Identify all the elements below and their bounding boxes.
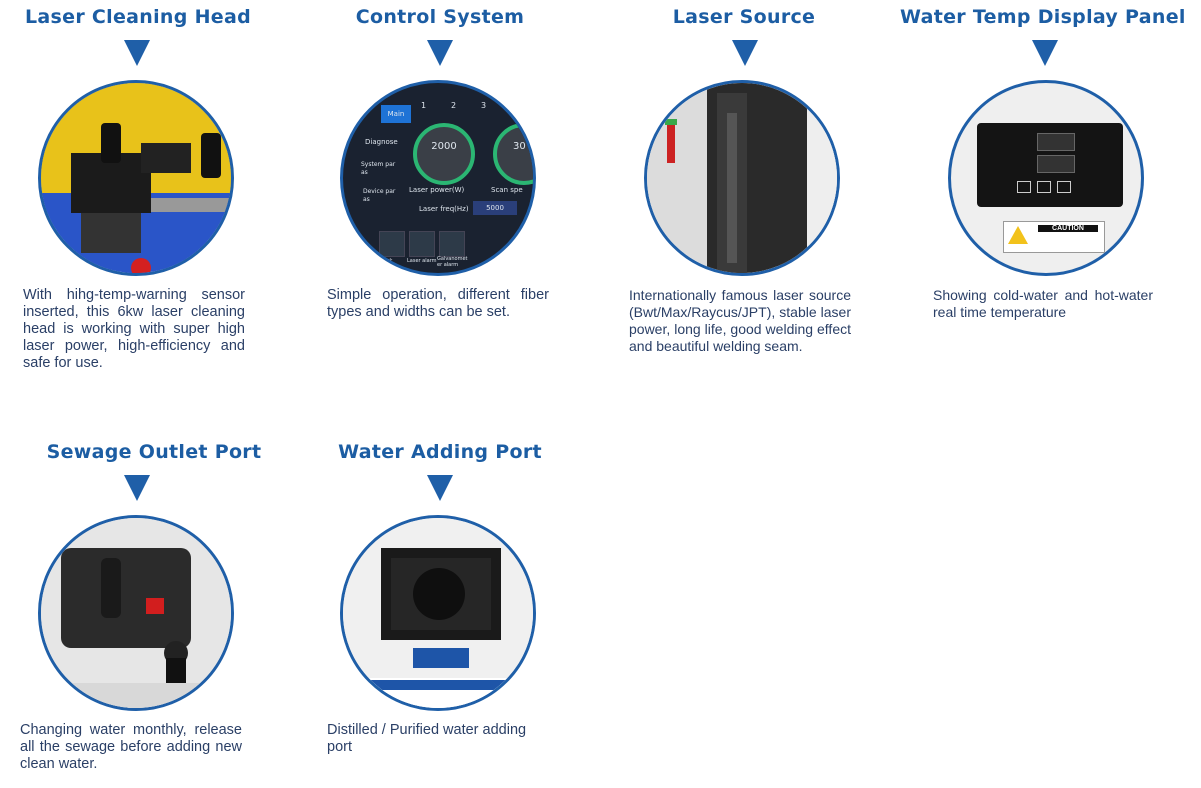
laser-alarm-icon bbox=[409, 231, 435, 257]
panel-button-icon bbox=[1017, 181, 1031, 193]
product-photo-water-port bbox=[340, 515, 536, 711]
card-description: Internationally famous laser source (Bwt… bbox=[629, 287, 851, 354]
screen-menu-item: Device par as bbox=[363, 188, 396, 203]
freq-value: 5000 bbox=[473, 201, 517, 215]
scan-value: 30 bbox=[513, 141, 526, 152]
temp-display-panel bbox=[977, 123, 1123, 207]
lock-label: Lock bbox=[381, 258, 393, 264]
galvanometer-alarm-icon bbox=[439, 231, 465, 257]
caution-label: CAUTION bbox=[1003, 221, 1105, 253]
screen-menu-item: Diagnose bbox=[365, 138, 398, 146]
power-value: 2000 bbox=[431, 141, 457, 152]
panel-button-icon bbox=[1057, 181, 1071, 193]
product-photo-temp-panel: CAUTION bbox=[948, 80, 1144, 276]
down-arrow-icon bbox=[427, 475, 453, 501]
screen-tab: 1 bbox=[421, 101, 427, 110]
card-description: Distilled / Purified water adding port bbox=[327, 722, 527, 755]
screen-tab-main: Main bbox=[381, 105, 411, 123]
power-label: Laser power(W) bbox=[409, 186, 465, 194]
product-photo-control-screen: Main 1 2 3 Diagnose System par as Device… bbox=[340, 80, 536, 276]
card-description: Simple operation, different fiber types … bbox=[327, 287, 549, 320]
cold-water-readout bbox=[1037, 133, 1075, 151]
down-arrow-icon bbox=[124, 40, 150, 66]
card-description: Showing cold-water and hot-water real ti… bbox=[933, 287, 1153, 320]
down-arrow-icon bbox=[1032, 40, 1058, 66]
product-photo-laser-head bbox=[38, 80, 234, 276]
power-dial bbox=[413, 123, 475, 185]
card-title: Control System bbox=[355, 6, 525, 28]
card-title: Water Temp Display Panel bbox=[900, 6, 1186, 28]
card-description: With hihg-temp-warning sensor inserted, … bbox=[23, 287, 245, 371]
card-title: Sewage Outlet Port bbox=[46, 441, 262, 463]
scan-dial bbox=[493, 123, 533, 185]
card-title: Water Adding Port bbox=[338, 441, 542, 463]
scan-label: Scan spe bbox=[491, 186, 523, 194]
lock-button-icon bbox=[379, 231, 405, 257]
down-arrow-icon bbox=[124, 475, 150, 501]
screen-tab: 3 bbox=[481, 101, 487, 110]
down-arrow-icon bbox=[732, 40, 758, 66]
screen-menu-item: System par as bbox=[361, 161, 396, 176]
caution-text: CAUTION bbox=[1038, 225, 1098, 232]
panel-button-icon bbox=[1037, 181, 1051, 193]
product-photo-laser-source bbox=[644, 80, 840, 276]
card-title: Laser Cleaning Head bbox=[25, 6, 251, 28]
galvanometer-alarm-label: Galvanomet er alarm bbox=[437, 256, 468, 268]
screen-tab: 2 bbox=[451, 101, 457, 110]
product-photo-sewage-port bbox=[38, 515, 234, 711]
hot-water-readout bbox=[1037, 155, 1075, 173]
down-arrow-icon bbox=[427, 40, 453, 66]
freq-label: Laser freq(Hz) bbox=[419, 205, 469, 213]
laser-alarm-label: Laser alarm bbox=[407, 258, 437, 264]
warning-icon bbox=[1008, 226, 1028, 244]
card-description: Changing water monthly, release all the … bbox=[20, 722, 242, 772]
card-title: Laser Source bbox=[672, 6, 816, 28]
